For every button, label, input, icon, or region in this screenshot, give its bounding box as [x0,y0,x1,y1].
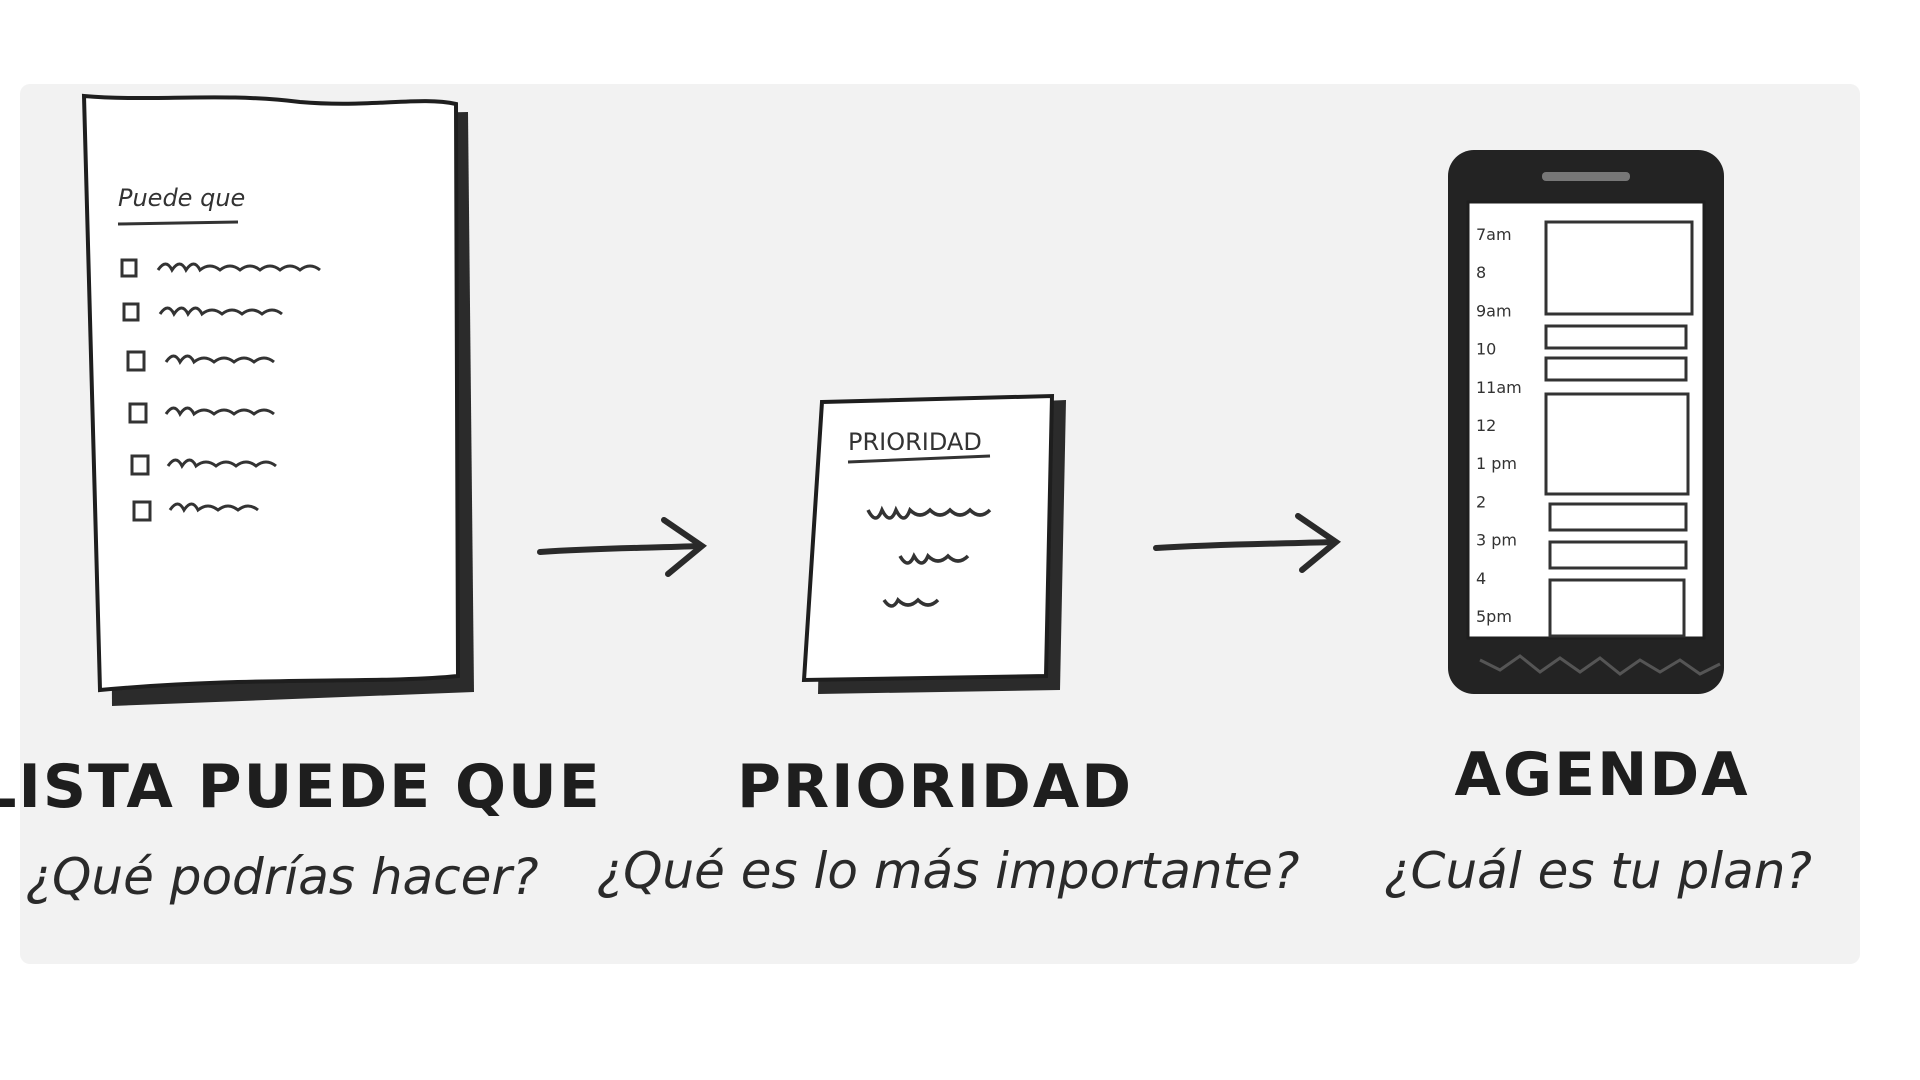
arrow-right-icon [537,517,707,577]
agenda-time-label: 5pm [1476,607,1512,626]
stage-question-priority: ¿Qué es lo más importante? [596,842,1300,900]
arrow-right-icon [1153,513,1341,573]
stage-title-agenda: AGENDA [1454,740,1750,810]
priority-note-icon: PRIORIDAD [801,393,1066,694]
phone-agenda-icon: 7am 8 9am 10 11am 12 1 pm 2 3 pm 4 5pm [1448,150,1724,694]
list-document-icon: Puede que [81,93,474,706]
stage-question-agenda: ¿Cuál es tu plan? [1384,842,1812,900]
stage-question-list: ¿Qué podrías hacer? [25,848,539,906]
agenda-time-label: 8 [1476,263,1486,282]
stage-title-priority: PRIORIDAD [736,752,1134,822]
agenda-time-labels: 7am 8 9am 10 11am 12 1 pm 2 3 pm 4 5pm [1476,225,1522,626]
agenda-time-label: 4 [1476,569,1486,588]
agenda-time-label: 3 pm [1476,531,1517,550]
agenda-time-label: 10 [1476,340,1496,359]
agenda-time-label: 9am [1476,301,1512,320]
agenda-time-label: 11am [1476,378,1522,397]
priority-doc-heading: PRIORIDAD [848,428,982,456]
list-doc-heading: Puede que [118,184,245,212]
stage-title-list: LISTA PUEDE QUE [0,752,602,822]
agenda-time-label: 2 [1476,492,1486,511]
agenda-time-label: 12 [1476,416,1496,435]
agenda-time-label: 1 pm [1476,454,1517,473]
agenda-time-label: 7am [1476,225,1512,244]
